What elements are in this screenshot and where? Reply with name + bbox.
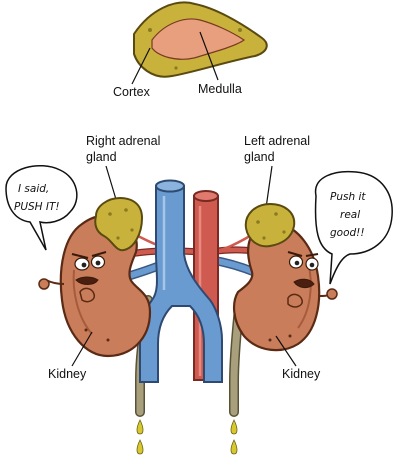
left-adrenal-label-line2: gland (244, 150, 275, 164)
left-kidney-mouth (75, 276, 99, 285)
right-kidney-hand (287, 293, 303, 308)
medulla-label: Medulla (198, 82, 242, 96)
kidney-left-label: Kidney (48, 367, 87, 381)
speech-bubble-right: Push it real good!! (314, 170, 393, 285)
speech-right-line1: Push it (330, 191, 366, 203)
right-adrenal-gland (94, 196, 144, 252)
right-adrenal-label-line2: gland (86, 150, 117, 164)
adrenal-labels: Right adrenal gland Left adrenal gland (86, 134, 310, 209)
cortex-label: Cortex (113, 85, 151, 99)
speech-right-line2: real (340, 209, 360, 221)
speech-right-line3: good!! (330, 227, 365, 239)
kidney-left-pointer (71, 331, 93, 367)
cortex-pointer (131, 47, 151, 85)
speech-bubble-left: I said, PUSH IT! (5, 165, 78, 251)
vena-cava (139, 179, 223, 383)
urine-drops (136, 419, 238, 455)
kidney-right: Kidney (232, 222, 338, 381)
left-kidney-hand (79, 287, 96, 303)
right-adrenal-label-line1: Right adrenal (86, 134, 160, 148)
left-kidney-fist (38, 278, 50, 290)
kidney-right-label: Kidney (282, 367, 321, 381)
kidney-right-pointer (275, 335, 297, 367)
speech-left-line1: I said, (18, 183, 49, 195)
adrenal-cross-section: Cortex Medulla (113, 1, 268, 99)
left-adrenal-gland (244, 202, 296, 248)
left-adrenal-label-line1: Left adrenal (244, 134, 310, 148)
speech-left-line2: PUSH IT! (14, 201, 60, 213)
right-kidney-mouth (293, 278, 315, 289)
right-kidney-fist (326, 288, 338, 300)
left-adrenal-pointer (265, 165, 273, 209)
medulla-pointer (199, 31, 219, 81)
adrenal-medulla-shape (151, 18, 246, 60)
